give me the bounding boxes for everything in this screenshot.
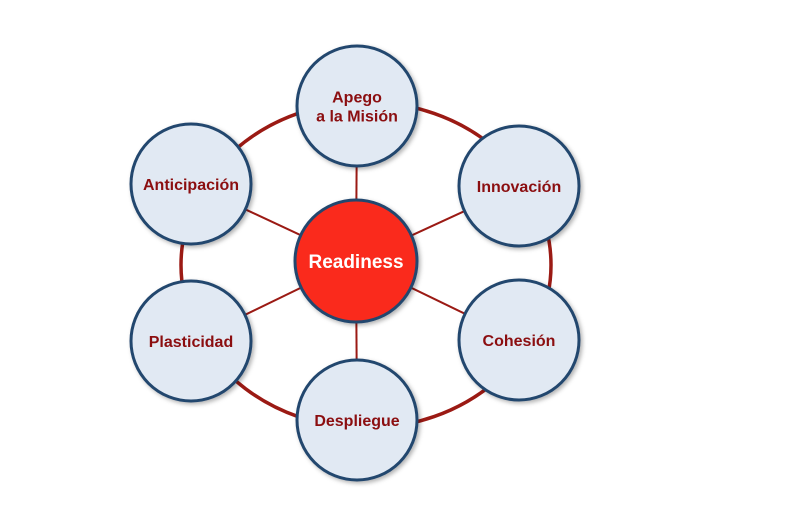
node-circle	[295, 44, 419, 168]
node-cohesión: Cohesión	[457, 278, 581, 402]
node-anticipación: Anticipación	[129, 122, 253, 246]
node-plasticidad: Plasticidad	[129, 279, 253, 403]
node-circle	[295, 358, 419, 482]
node-label: Cohesión	[483, 333, 556, 350]
center-node: Readiness	[293, 198, 419, 324]
node-label: Apego	[332, 90, 382, 107]
node-apego-a-la-misión: Apego a la Misión	[295, 44, 419, 168]
node-circle	[129, 122, 253, 246]
node-despliegue: Despliegue	[295, 358, 419, 482]
node-circle	[457, 278, 581, 402]
center-label: Readiness	[308, 252, 403, 273]
node-label: Innovación	[477, 179, 561, 196]
node-label: Plasticidad	[149, 334, 233, 351]
node-label: Anticipación	[143, 177, 239, 194]
node-innovación: Innovación	[457, 124, 581, 248]
node-circle	[129, 279, 253, 403]
node-label: a la Misión	[316, 109, 398, 126]
node-label: Despliegue	[314, 413, 399, 430]
node-circle	[457, 124, 581, 248]
